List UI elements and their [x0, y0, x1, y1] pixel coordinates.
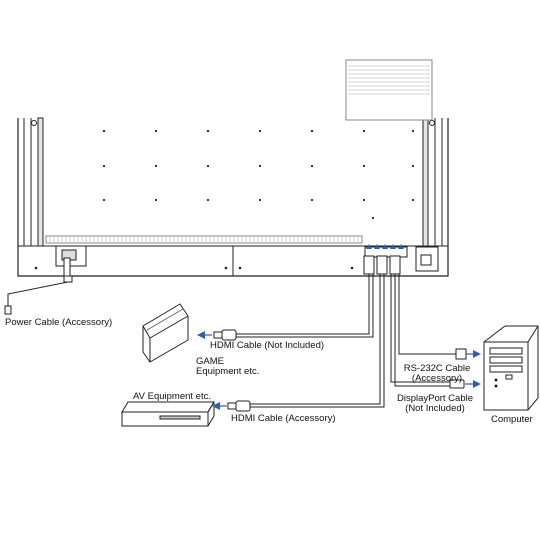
- io-port-cluster: [363, 246, 439, 275]
- arrow-left-icon: [197, 331, 205, 339]
- computer-tower-drawing: [483, 325, 539, 411]
- hdmi-cable-game: [197, 274, 374, 341]
- rs232c-cable-label-line1: RS-232C Cable: [403, 363, 471, 374]
- rs232c-cable: [398, 274, 481, 360]
- power-cable: [4, 275, 73, 315]
- arrow-left-icon: [212, 402, 220, 410]
- rs232c-cable-label-line2: (Accessory): [411, 373, 463, 384]
- displayport-cable: [390, 274, 481, 389]
- arrow-right-icon: [473, 350, 481, 358]
- left-side-bracket: [23, 117, 44, 247]
- av-equipment-label: AV Equipment etc.: [133, 391, 211, 402]
- displayport-cable-label-line1: DisplayPort Cable: [396, 393, 474, 404]
- power-cable-label: Power Cable (Accessory): [5, 317, 113, 328]
- displayport-cable-label-line2: (Not Included): [405, 403, 465, 414]
- bottom-vent-strip: [45, 235, 363, 244]
- arrow-right-icon: [473, 380, 481, 388]
- mounting-screws: [102, 129, 415, 220]
- port-indicator-arrows: [366, 244, 404, 249]
- display-rear-panel: [17, 59, 449, 277]
- hdmi-cable-av: [212, 274, 385, 412]
- top-vent: [345, 59, 433, 121]
- hdmi-game-cable-label: HDMI Cable (Not Included): [210, 340, 325, 351]
- power-inlet: [55, 245, 87, 277]
- hdmi-av-cable-label: HDMI Cable (Accessory): [231, 413, 336, 424]
- game-equipment-label-line1: GAME: [196, 356, 224, 367]
- av-equipment-drawing: [121, 401, 215, 427]
- game-equipment-label-line2: Equipment etc.: [196, 366, 260, 377]
- game-console-drawing: [142, 303, 189, 363]
- computer-label: Computer: [491, 414, 533, 425]
- right-side-bracket: [422, 117, 443, 247]
